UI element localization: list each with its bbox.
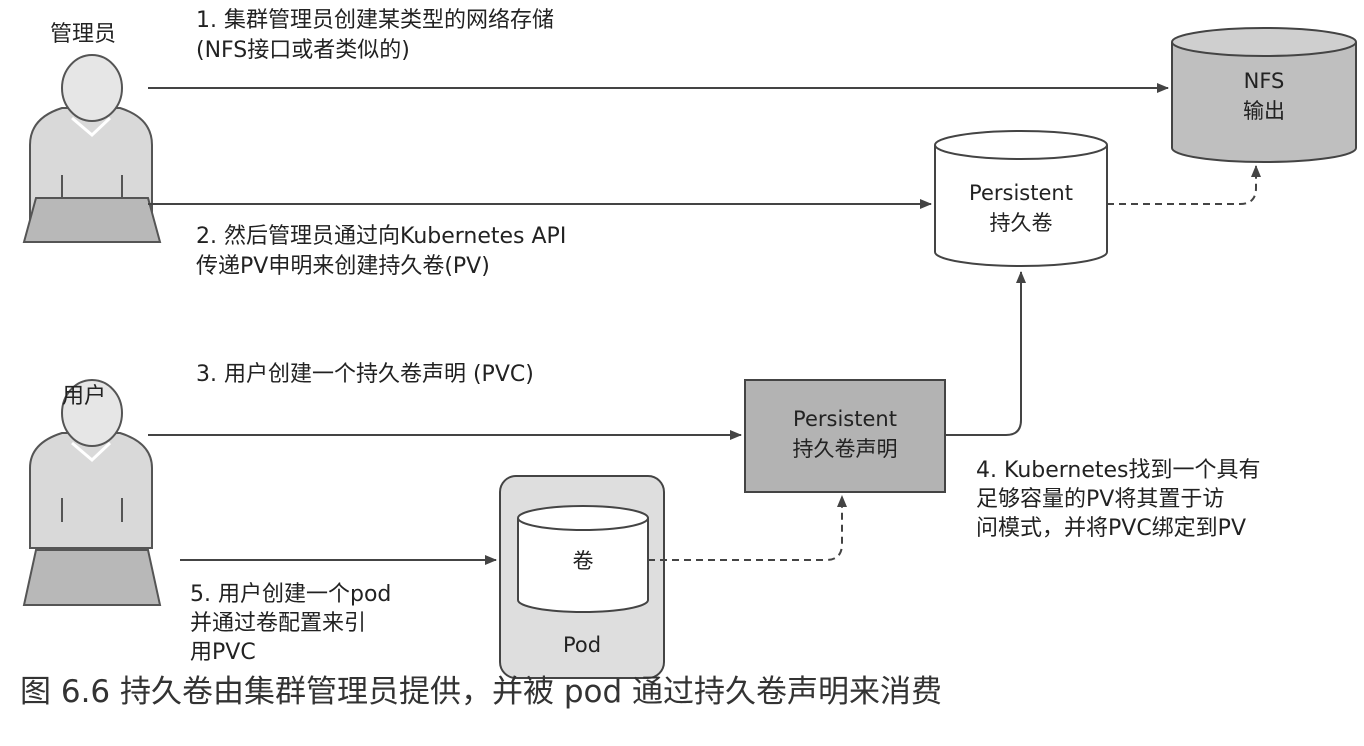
pvc-box bbox=[744, 379, 946, 493]
step2-label: 2. 然后管理员通过向Kubernetes API 传递PV申明来创建持久卷(P… bbox=[196, 224, 567, 279]
arrow-pvc-to-pv bbox=[945, 271, 1026, 436]
figure-caption: 图 6.6 持久卷由集群管理员提供，并被 pod 通过持久卷声明来消费 bbox=[20, 674, 943, 710]
step3-label: 3. 用户创建一个持久卷声明 (PVC) bbox=[196, 362, 534, 387]
nfs-label: NFS 输出 bbox=[1243, 69, 1285, 123]
pv-cylinder bbox=[934, 130, 1108, 267]
pv-label: Persistent 持久卷 bbox=[969, 181, 1073, 235]
user-person-icon bbox=[22, 379, 162, 606]
nfs-cylinder bbox=[1171, 27, 1357, 163]
pvc-label: Persistent 持久卷声明 bbox=[792, 407, 898, 461]
volume-label: 卷 bbox=[572, 549, 594, 573]
step4-label: 4. Kubernetes找到一个具有 足够容量的PV将其置于访 问模式，并将P… bbox=[976, 458, 1261, 541]
admin-label: 管理员 bbox=[50, 22, 117, 47]
admin-person-icon bbox=[22, 54, 162, 243]
user-label: 用户 bbox=[62, 384, 107, 409]
pod-label: Pod bbox=[562, 633, 602, 657]
step1-label: 1. 集群管理员创建某类型的网络存储 (NFS接口或者类似的) bbox=[196, 8, 554, 63]
step5-label: 5. 用户创建一个pod 并通过卷配置来引 用PVC bbox=[190, 582, 392, 665]
volume-cylinder bbox=[517, 505, 649, 613]
dashed-arrow-pv-to-nfs bbox=[1107, 165, 1261, 205]
dashed-arrow-volume-to-pvc bbox=[648, 495, 847, 561]
